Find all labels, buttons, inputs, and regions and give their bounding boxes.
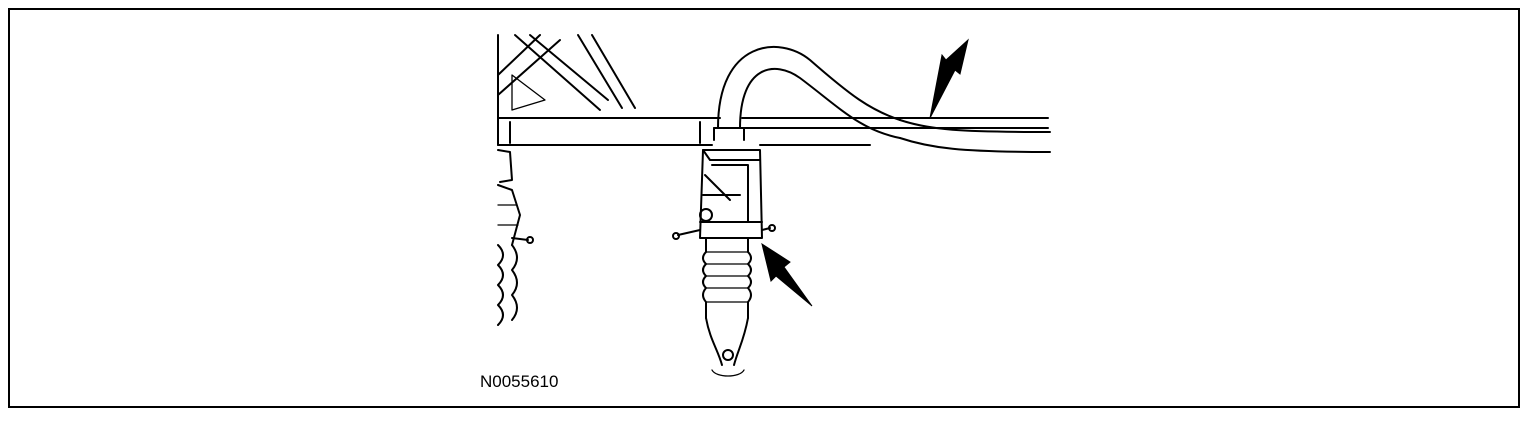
arrow-hose-line [929, 38, 969, 119]
connector [672, 149, 776, 240]
arrow-connector-clip [761, 242, 813, 307]
figure-frame [8, 8, 1520, 408]
figure-id-label: N0055610 [480, 372, 559, 391]
frame-bracket [497, 34, 721, 119]
left-assembly [497, 149, 534, 326]
hose [713, 46, 1051, 153]
bellows-boot [702, 237, 752, 377]
